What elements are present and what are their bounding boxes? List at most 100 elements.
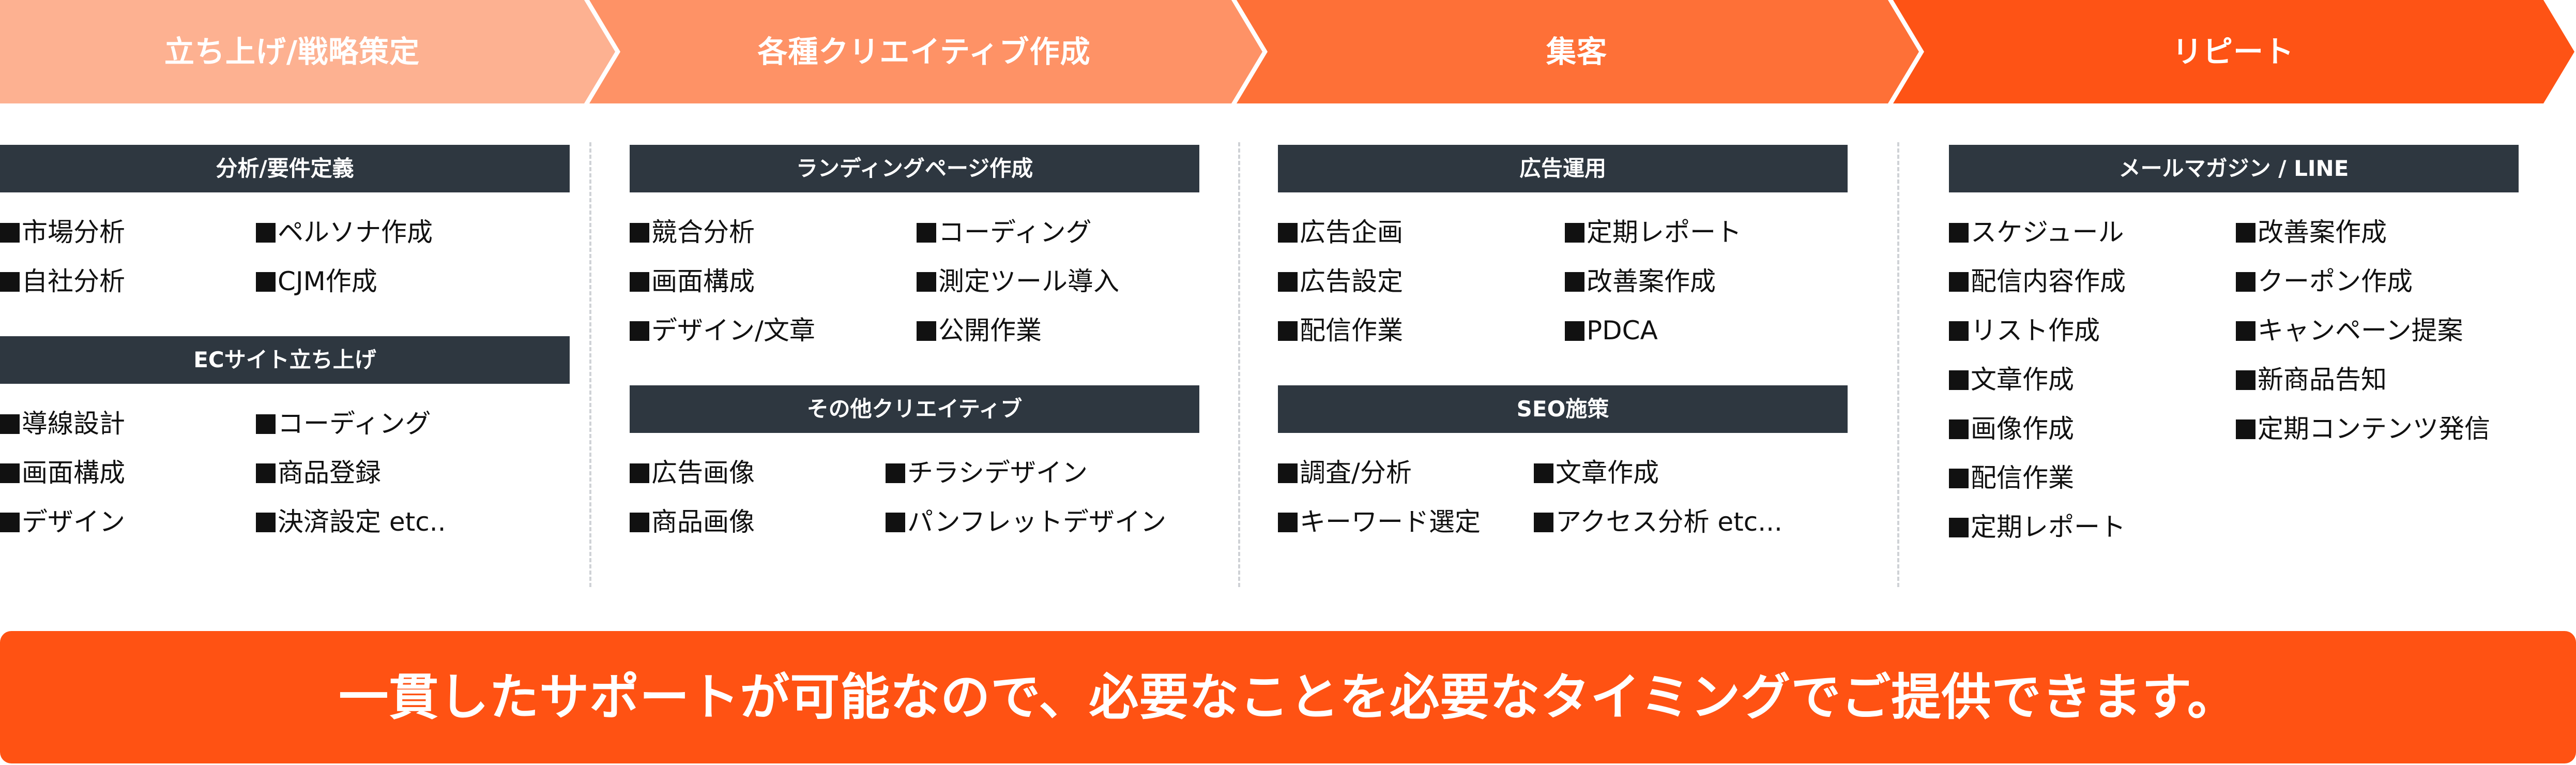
list-item: 市場分析: [0, 208, 256, 257]
square-bullet-icon: [2236, 321, 2255, 341]
list-item: 決済設定 etc..: [256, 498, 446, 547]
group-ec-site: ECサイト立ち上げ 導線設計 画面構成 デザイン コーディング 商品登録 決済設…: [0, 336, 570, 547]
item-grid: 導線設計 画面構成 デザイン コーディング 商品登録 決済設定 etc..: [0, 399, 570, 547]
square-bullet-icon: [1949, 469, 1969, 488]
column-divider: [589, 142, 591, 587]
square-bullet-icon: [1534, 513, 1553, 532]
list-item: 調査/分析: [1278, 448, 1534, 498]
square-bullet-icon: [2236, 370, 2255, 390]
group-seo: SEO施策 調査/分析 キーワード選定 文章作成 アクセス分析 etc...: [1278, 385, 1848, 547]
item-list-left: 調査/分析 キーワード選定: [1278, 448, 1534, 547]
square-bullet-icon: [1565, 272, 1584, 292]
list-item: コーディング: [917, 208, 1119, 257]
square-bullet-icon: [630, 272, 649, 292]
item-list-right: コーディング 測定ツール導入 公開作業: [917, 208, 1119, 355]
square-bullet-icon: [0, 223, 20, 243]
list-item: 画面構成: [630, 257, 917, 306]
step-shape-4: [1893, 0, 2574, 103]
item-list-left: 市場分析 自社分析: [0, 208, 256, 306]
square-bullet-icon: [256, 272, 276, 292]
step-shape-3: [1237, 0, 1919, 103]
square-bullet-icon: [630, 223, 649, 243]
column-creative: ランディングページ作成 競合分析 画面構成 デザイン/文章 コーディング 測定ツ…: [630, 145, 1199, 577]
square-bullet-icon: [917, 272, 936, 292]
list-item: キャンペーン提案: [2236, 306, 2490, 355]
item-list-right: 文章作成 アクセス分析 etc...: [1534, 448, 1782, 547]
list-item: アクセス分析 etc...: [1534, 498, 1782, 547]
list-item: コーディング: [256, 399, 446, 448]
item-grid: 広告画像 商品画像 チラシデザイン パンフレットデザイン: [630, 448, 1199, 547]
group-other-creative: その他クリエイティブ 広告画像 商品画像 チラシデザイン パンフレットデザイン: [630, 385, 1199, 547]
square-bullet-icon: [886, 463, 905, 483]
list-item: 広告企画: [1278, 208, 1565, 257]
column-repeat: メールマガジン / LINE スケジュール 配信内容作成 リスト作成 文章作成 …: [1949, 145, 2519, 582]
step-label-acquisition: 集客: [1546, 34, 1607, 69]
square-bullet-icon: [917, 321, 936, 341]
list-item: 測定ツール導入: [917, 257, 1119, 306]
list-item: 商品登録: [256, 448, 446, 498]
square-bullet-icon: [630, 463, 649, 483]
square-bullet-icon: [1534, 463, 1553, 483]
list-item: 画面構成: [0, 448, 256, 498]
group-analysis: 分析/要件定義 市場分析 自社分析 ペルソナ作成 CJM作成: [0, 145, 570, 306]
list-item: CJM作成: [256, 257, 433, 306]
list-item: 公開作業: [917, 306, 1119, 355]
list-item: クーポン作成: [2236, 257, 2490, 306]
list-item: 定期コンテンツ発信: [2236, 404, 2490, 454]
item-list-right: コーディング 商品登録 決済設定 etc..: [256, 399, 446, 547]
list-item: ペルソナ作成: [256, 208, 433, 257]
list-item: 導線設計: [0, 399, 256, 448]
list-item: スケジュール: [1949, 208, 2236, 257]
step-label-repeat: リピート: [2172, 34, 2294, 69]
item-grid: 市場分析 自社分析 ペルソナ作成 CJM作成: [0, 208, 570, 306]
step-shape-2: [589, 0, 1262, 103]
step-label-strategy: 立ち上げ/戦略策定: [164, 34, 420, 69]
list-item: 商品画像: [630, 498, 886, 547]
list-item: PDCA: [1565, 306, 1742, 355]
square-bullet-icon: [0, 272, 20, 292]
category-header: SEO施策: [1278, 385, 1848, 433]
square-bullet-icon: [1949, 223, 1969, 243]
item-grid: スケジュール 配信内容作成 リスト作成 文章作成 画像作成 配信作業 定期レポー…: [1949, 208, 2519, 552]
square-bullet-icon: [886, 513, 905, 532]
step-label-creative: 各種クリエイティブ作成: [757, 34, 1091, 69]
list-item: 競合分析: [630, 208, 917, 257]
item-list-left: 導線設計 画面構成 デザイン: [0, 399, 256, 547]
process-chevrons: [0, 0, 2574, 103]
category-header: ECサイト立ち上げ: [0, 336, 570, 384]
item-grid: 競合分析 画面構成 デザイン/文章 コーディング 測定ツール導入 公開作業: [630, 208, 1199, 355]
list-item: 広告設定: [1278, 257, 1565, 306]
square-bullet-icon: [1949, 419, 1969, 439]
item-list-right: 定期レポート 改善案作成 PDCA: [1565, 208, 1742, 355]
square-bullet-icon: [1949, 370, 1969, 390]
column-divider: [1897, 142, 1899, 587]
list-item: デザイン: [0, 498, 256, 547]
list-item: 定期レポート: [1949, 503, 2236, 552]
group-mail-line: メールマガジン / LINE スケジュール 配信内容作成 リスト作成 文章作成 …: [1949, 145, 2519, 552]
square-bullet-icon: [0, 513, 20, 532]
list-item: 文章作成: [1949, 355, 2236, 404]
category-header: 広告運用: [1278, 145, 1848, 192]
list-item: 広告画像: [630, 448, 886, 498]
category-header: 分析/要件定義: [0, 145, 570, 192]
list-item: 新商品告知: [2236, 355, 2490, 404]
column-divider: [1238, 142, 1240, 587]
list-item: 配信作業: [1278, 306, 1565, 355]
square-bullet-icon: [1949, 321, 1969, 341]
category-header: メールマガジン / LINE: [1949, 145, 2519, 192]
item-list-left: 競合分析 画面構成 デザイン/文章: [630, 208, 917, 355]
square-bullet-icon: [1278, 513, 1298, 532]
item-list-right: ペルソナ作成 CJM作成: [256, 208, 433, 306]
group-ad-operation: 広告運用 広告企画 広告設定 配信作業 定期レポート 改善案作成 PDCA: [1278, 145, 1848, 355]
square-bullet-icon: [256, 513, 276, 532]
list-item: チラシデザイン: [886, 448, 1166, 498]
group-landing-page: ランディングページ作成 競合分析 画面構成 デザイン/文章 コーディング 測定ツ…: [630, 145, 1199, 355]
square-bullet-icon: [630, 321, 649, 341]
list-item: キーワード選定: [1278, 498, 1534, 547]
square-bullet-icon: [0, 414, 20, 434]
item-grid: 広告企画 広告設定 配信作業 定期レポート 改善案作成 PDCA: [1278, 208, 1848, 355]
list-item: 配信作業: [1949, 454, 2236, 503]
process-flow: 立ち上げ/戦略策定 各種クリエイティブ作成 集客 リピート: [0, 0, 2576, 103]
list-item: リスト作成: [1949, 306, 2236, 355]
summary-banner: 一貫したサポートが可能なので、必要なことを必要なタイミングでご提供できます。: [0, 631, 2576, 763]
